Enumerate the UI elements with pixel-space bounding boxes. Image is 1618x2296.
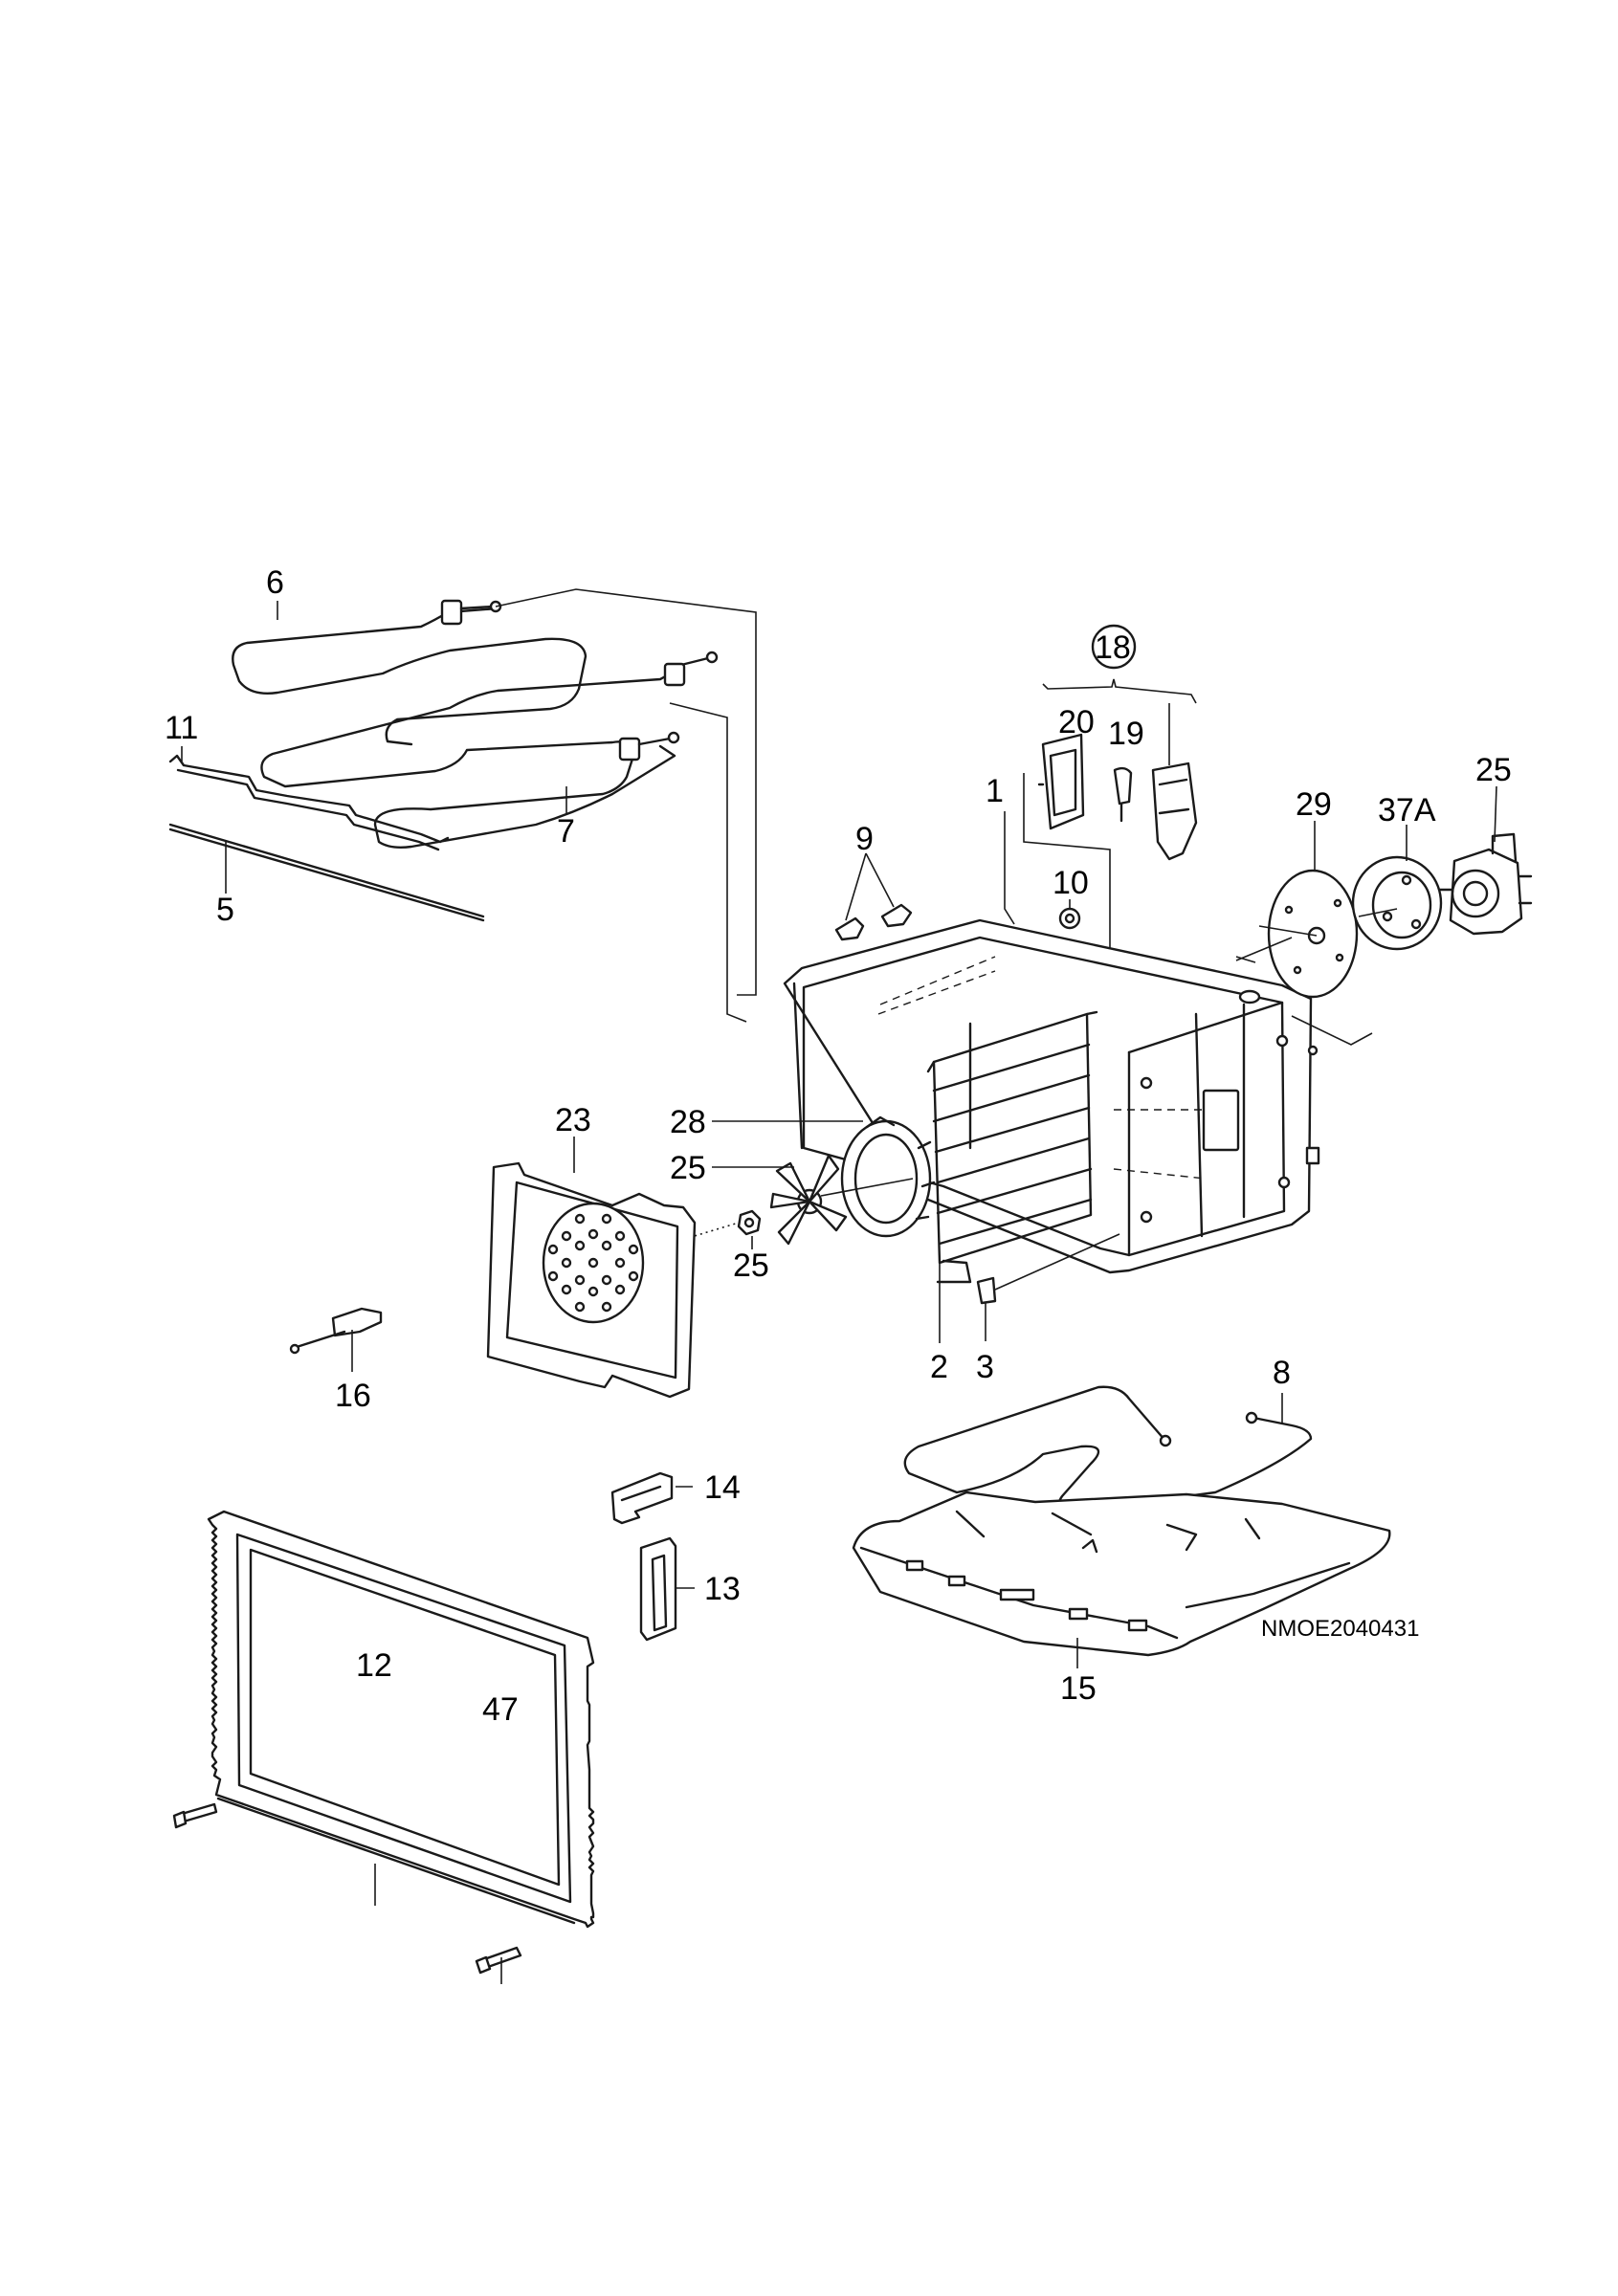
fan-grille-holes (547, 1213, 639, 1313)
label-6: 6 (266, 564, 284, 601)
label-25-fan: 25 (670, 1150, 706, 1186)
label-23: 23 (555, 1102, 591, 1138)
hinge-13 (639, 1536, 695, 1642)
wiring-line-2 (669, 702, 747, 1023)
label-15: 15 (1060, 1670, 1097, 1707)
label-37a: 37A (1378, 792, 1436, 828)
bracket-11 (168, 754, 450, 851)
clips-9 (834, 852, 913, 941)
fan-cover-37A (1351, 825, 1443, 951)
hinge-14 (610, 1471, 693, 1525)
screw-door-left (172, 1802, 218, 1829)
mounting-plane (1235, 937, 1373, 1046)
rod-5 (168, 823, 485, 922)
screw-10 (1058, 899, 1081, 930)
hinge-part-16 (289, 1307, 383, 1372)
label-16: 16 (335, 1378, 371, 1414)
lamp-bulb-19 (1113, 766, 1133, 823)
label-25-motor: 25 (1475, 752, 1512, 788)
bottom-plate-15 (852, 1490, 1391, 1668)
label-14: 14 (704, 1469, 741, 1506)
lamp-cover-20 (1037, 733, 1085, 830)
label-28: 28 (670, 1104, 706, 1140)
lamp-assembly-18 (1023, 624, 1198, 1033)
wiring-line (495, 588, 757, 996)
label-8: 8 (1273, 1355, 1291, 1391)
label-5: 5 (216, 892, 234, 928)
screw-47 (475, 1946, 522, 1984)
fan-nut-25 (611, 1209, 762, 1262)
label-13: 13 (704, 1571, 741, 1607)
label-20: 20 (1058, 704, 1095, 740)
lower-heating-element-8 (903, 1385, 1313, 1513)
label-47: 47 (482, 1691, 519, 1728)
label-3: 3 (976, 1349, 994, 1385)
diagram-code: NMOE2040431 (1261, 1616, 1419, 1642)
lamp-holder (1151, 762, 1198, 861)
label-10: 10 (1053, 865, 1089, 901)
fan-blade-25 (712, 1154, 914, 1246)
shelf-runner-2 (926, 1010, 1098, 1343)
upper-grill-element-6 (232, 599, 587, 746)
label-1: 1 (986, 773, 1004, 809)
clip-3 (976, 1233, 1120, 1341)
fan-motor-25 (1437, 785, 1533, 936)
label-25-nut: 25 (733, 1247, 769, 1284)
upper-heating-element-7 (260, 651, 719, 850)
label-12: 12 (356, 1647, 392, 1684)
label-18: 18 (1095, 629, 1131, 666)
label-9: 9 (855, 821, 874, 857)
label-29: 29 (1296, 786, 1332, 823)
motor-plate-29 (1235, 821, 1359, 999)
label-11: 11 (165, 710, 198, 746)
label-19: 19 (1108, 716, 1144, 752)
label-7: 7 (557, 813, 575, 850)
label-2: 2 (930, 1349, 948, 1385)
back-panel-23 (486, 1137, 697, 1399)
fan-housing-28 (712, 1115, 936, 1238)
door-frame-12 (207, 1510, 595, 1929)
